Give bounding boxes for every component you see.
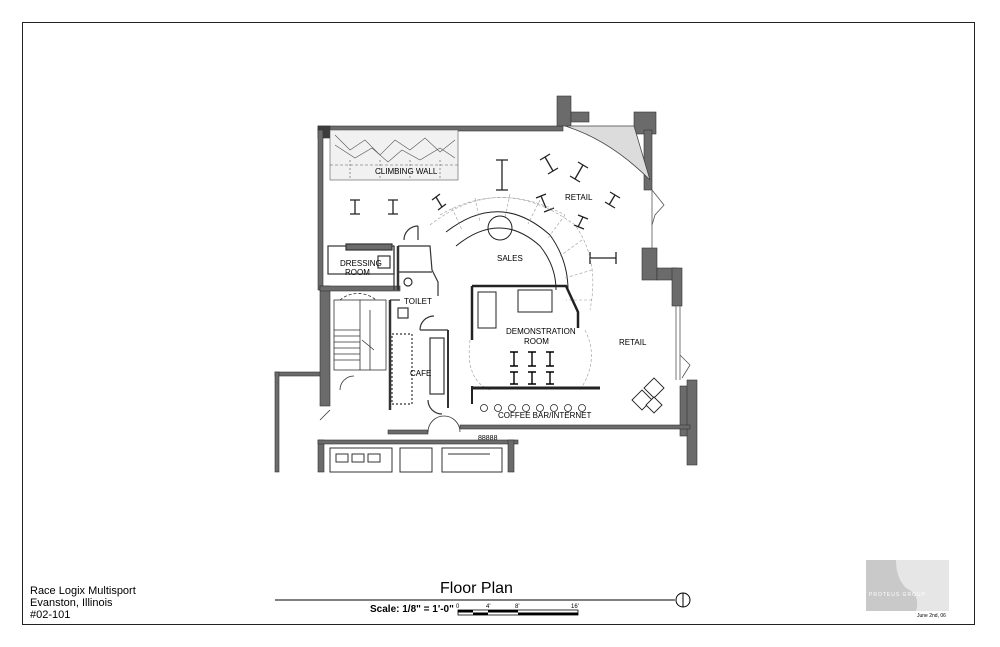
exterior-walls bbox=[274, 95, 698, 473]
room-label-cafe: CAFE bbox=[410, 369, 431, 378]
north-arrow-icon bbox=[675, 592, 691, 608]
firm-name: PROTEUS GROUP bbox=[869, 592, 926, 598]
room-label-demonstration-line2: ROOM bbox=[524, 337, 549, 346]
scale-bar: 0 4' 8' 16' bbox=[456, 604, 579, 616]
room-label-dressing-line2: ROOM bbox=[345, 268, 370, 277]
scale-tick-16: 16' bbox=[571, 604, 579, 610]
room-label-sales: SALES bbox=[497, 254, 523, 263]
display-cubes bbox=[631, 377, 665, 414]
plan-title: Floor Plan bbox=[440, 580, 513, 597]
sales-counter bbox=[444, 209, 571, 291]
drawing-date: June 2nd, 06 bbox=[917, 613, 946, 619]
room-label-coffee-bar: COFFEE BAR/INTERNET bbox=[498, 411, 591, 420]
coffee-bar-stools bbox=[480, 404, 586, 412]
room-label-demonstration-line1: DEMONSTRATION bbox=[506, 327, 576, 336]
room-label-dressing-line1: DRESSING bbox=[340, 259, 382, 268]
storefront-windows bbox=[651, 189, 691, 380]
entry-doors bbox=[319, 409, 461, 433]
room-label-toilet: TOILET bbox=[404, 297, 432, 306]
drawing-sheet-border bbox=[22, 22, 975, 625]
room-label-retail-upper: RETAIL bbox=[565, 193, 593, 202]
scale-label: Scale: 1/8" = 1'-0" bbox=[370, 604, 454, 615]
bike-trainers bbox=[510, 351, 554, 385]
project-number: #02-101 bbox=[30, 609, 71, 621]
project-location: Evanston, Illinois bbox=[30, 597, 113, 609]
scale-tick-8: 8' bbox=[515, 604, 519, 610]
service-core bbox=[327, 225, 449, 415]
room-label-retail-right: RETAIL bbox=[619, 338, 647, 347]
room-label-climbing-wall: CLIMBING WALL bbox=[375, 167, 438, 176]
curved-storefront bbox=[564, 125, 651, 181]
project-info: Race Logix Multisport Evanston, Illinois… bbox=[30, 585, 136, 621]
demonstration-room bbox=[470, 284, 600, 404]
climbing-wall bbox=[329, 129, 459, 181]
scale-tick-0: 0 bbox=[456, 604, 460, 610]
stair bbox=[333, 293, 387, 391]
counter-code-label: 88888 bbox=[478, 435, 498, 442]
display-racks bbox=[350, 153, 621, 264]
lower-adjacent-space bbox=[329, 447, 503, 473]
scale-tick-4: 4' bbox=[486, 604, 490, 610]
circulation-dashed-arcs bbox=[429, 193, 594, 391]
project-name: Race Logix Multisport bbox=[30, 585, 136, 597]
firm-logo-icon bbox=[866, 560, 949, 611]
